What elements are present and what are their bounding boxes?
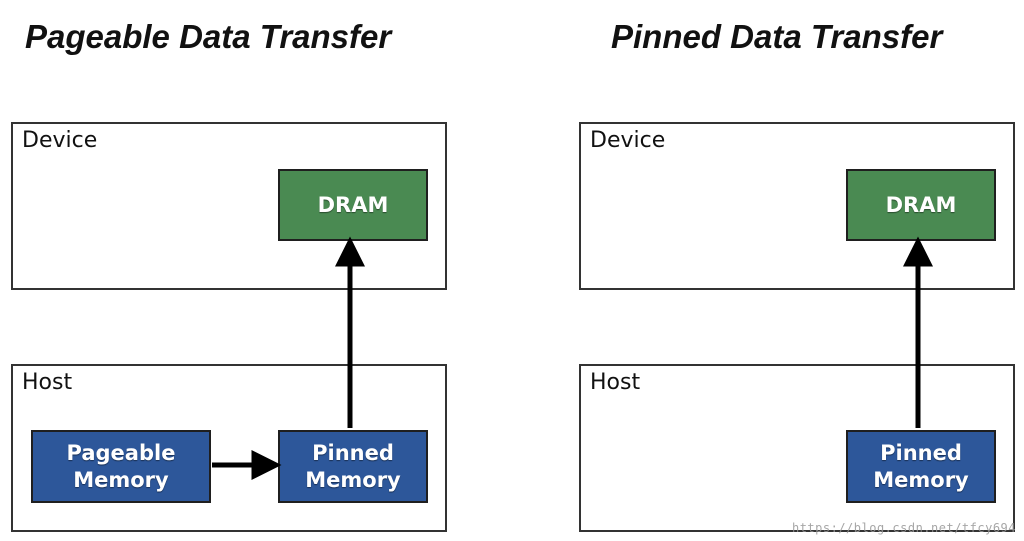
right-device-label: Device [590, 128, 666, 153]
right-host-label: Host [590, 370, 641, 395]
right-device-box: Device DRAM [579, 122, 1015, 290]
left-dram-block: DRAM [278, 169, 428, 241]
left-panel-title: Pageable Data Transfer [25, 18, 392, 55]
right-host-box: Host Pinned Memory [579, 364, 1015, 532]
watermark: https://blog.csdn.net/tfcy694 [791, 521, 1016, 535]
right-panel-title: Pinned Data Transfer [611, 18, 943, 55]
left-device-label: Device [22, 128, 98, 153]
left-pinned-memory-block: Pinned Memory [278, 430, 428, 503]
left-device-box: Device DRAM [11, 122, 447, 290]
left-host-box: Host Pageable Memory Pinned Memory [11, 364, 447, 532]
left-pageable-memory-block: Pageable Memory [31, 430, 211, 503]
right-pinned-memory-block: Pinned Memory [846, 430, 996, 503]
left-host-label: Host [22, 370, 73, 395]
